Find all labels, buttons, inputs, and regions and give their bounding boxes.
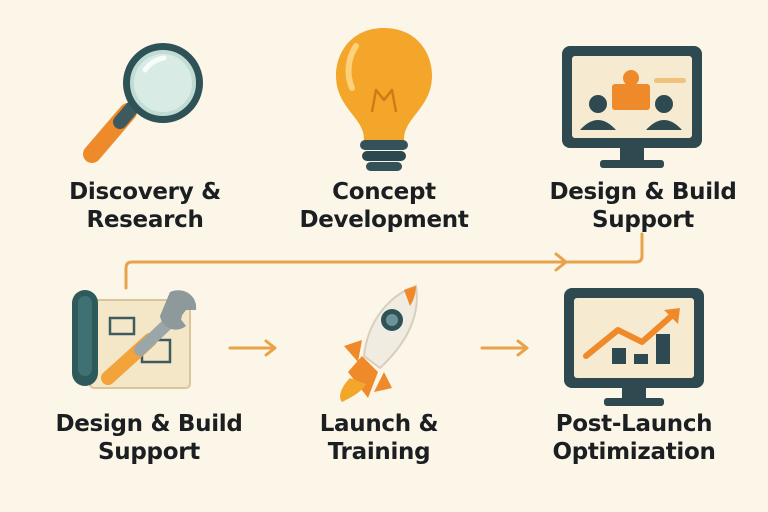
step-label-line: Design & Build: [549, 179, 737, 205]
step-label-line: Support: [98, 439, 200, 465]
step-label-line: Launch &: [319, 411, 439, 437]
step-label-line: Concept: [332, 179, 436, 205]
step-label-line: Design & Build: [55, 411, 243, 437]
step-label-line: Discovery &: [69, 179, 221, 205]
step-label-line: Support: [592, 207, 694, 233]
step-label-design-bottom: Design & Build Support: [34, 410, 264, 466]
arrow-launch-to-optimization-head: [516, 339, 529, 357]
step-label-discovery: Discovery & Research: [30, 178, 260, 234]
step-label-design-top: Design & Build Support: [528, 178, 758, 234]
step-label-line: Development: [299, 207, 469, 233]
arrow-design-to-launch-head: [264, 339, 277, 357]
connector-loop-arrow: [124, 232, 644, 290]
step-label-optimization: Post-Launch Optimization: [519, 410, 749, 466]
step-label-launch: Launch & Training: [264, 410, 494, 466]
step-label-line: Optimization: [552, 439, 716, 465]
step-label-line: Research: [86, 207, 204, 233]
connector-loop-arrowhead: [554, 252, 568, 272]
step-label-concept: Concept Development: [269, 178, 499, 234]
step-label-line: Training: [327, 439, 431, 465]
step-label-line: Post-Launch: [555, 411, 713, 437]
